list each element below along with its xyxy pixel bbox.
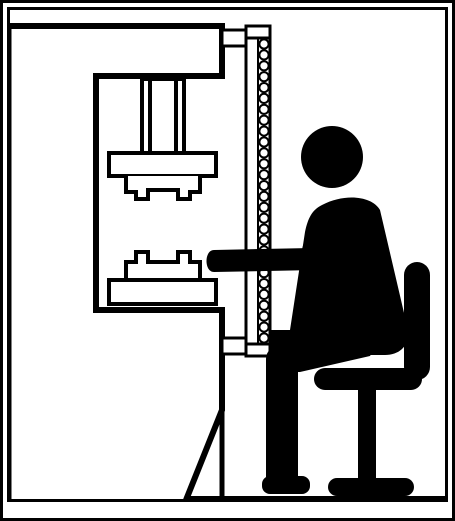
light-beam-emitter bbox=[258, 71, 270, 83]
light-beam-emitter bbox=[258, 136, 270, 148]
chair-icon bbox=[314, 262, 430, 496]
light-beam-emitter bbox=[258, 49, 270, 61]
light-beam-emitter bbox=[258, 147, 270, 159]
light-beam-emitter bbox=[258, 278, 270, 290]
light-beam-emitter bbox=[258, 60, 270, 72]
light-beam-emitter bbox=[258, 103, 270, 115]
light-beam-emitter bbox=[258, 125, 270, 137]
light-beam-emitter bbox=[258, 299, 270, 311]
safety-light-curtain-icon bbox=[244, 24, 272, 358]
seated-person-icon bbox=[206, 126, 409, 494]
light-beam-emitter bbox=[258, 201, 270, 213]
light-beam-emitter bbox=[258, 158, 270, 170]
light-beam-emitter bbox=[258, 321, 270, 333]
light-beam-emitter bbox=[258, 223, 270, 235]
light-beam-emitter bbox=[258, 332, 270, 344]
light-beam-emitter bbox=[258, 180, 270, 192]
lower-die-icon bbox=[107, 250, 218, 306]
light-beam-emitter bbox=[258, 92, 270, 105]
upper-die-icon bbox=[107, 151, 218, 201]
light-beam-emitter bbox=[258, 169, 270, 181]
light-beam-emitter bbox=[258, 114, 270, 126]
light-beam-emitter bbox=[258, 190, 270, 202]
light-beam-emitter bbox=[258, 310, 270, 322]
light-beam-emitter bbox=[258, 38, 270, 50]
light-beam-emitter bbox=[258, 234, 270, 246]
light-beam-emitter bbox=[258, 212, 270, 224]
hydraulic-ram-icon bbox=[140, 77, 186, 155]
light-beam-emitter bbox=[258, 288, 270, 300]
light-beam-emitter bbox=[258, 82, 270, 94]
curtain-mount-brackets bbox=[220, 28, 248, 356]
